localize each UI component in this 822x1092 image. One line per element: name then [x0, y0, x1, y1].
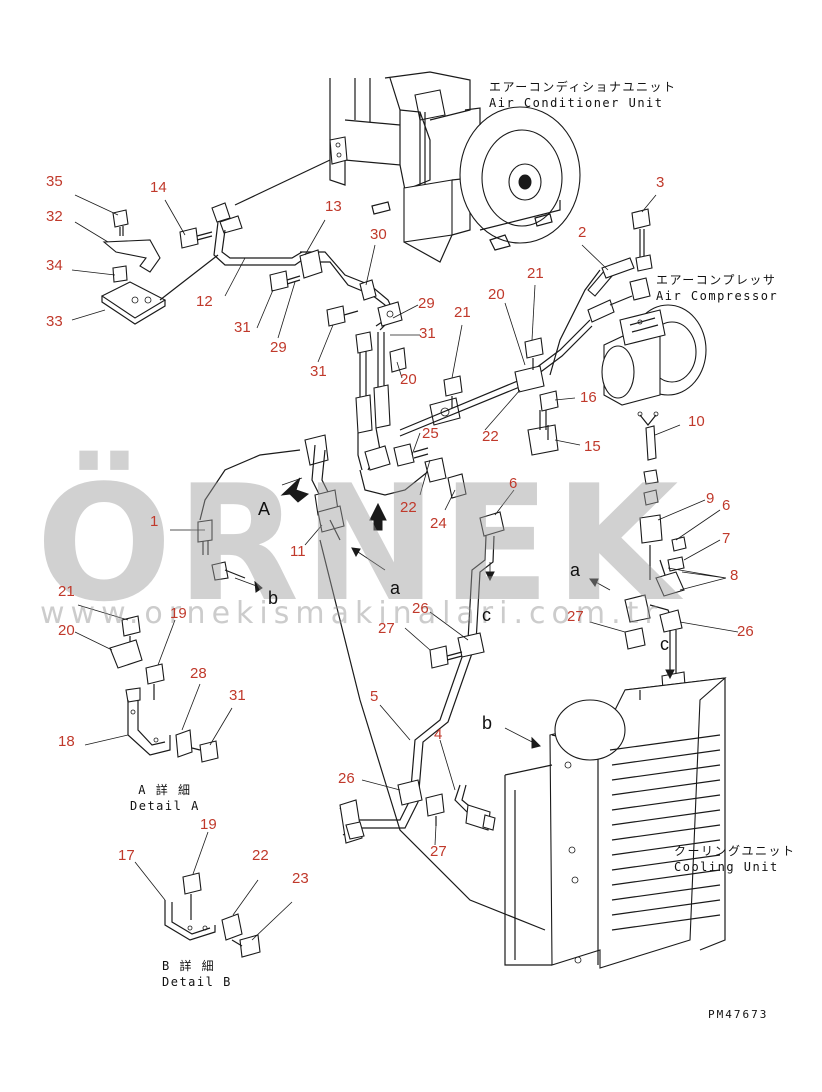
detail-b-label-en: Detail B: [162, 975, 232, 990]
callout-22-a: 22: [482, 428, 499, 445]
callout-24: 24: [430, 515, 447, 532]
callout-20-a: 20: [488, 286, 505, 303]
callout-1: 1: [150, 513, 159, 530]
letter-a-right: a: [570, 560, 581, 580]
leader-lines: [71, 194, 739, 941]
callout-29-a: 29: [418, 295, 435, 312]
callout-15: 15: [584, 438, 601, 455]
detail-b-label-jp: B 詳 細: [162, 959, 216, 973]
cooling-unit-label: クーリングユニット Cooling Unit: [674, 843, 796, 875]
letter-c-mid: c: [482, 605, 491, 625]
callout-8: 8: [730, 567, 739, 584]
callout-9: 9: [706, 490, 715, 507]
letter-a-left: a: [390, 578, 401, 598]
air-compressor-label: エアーコンプレッサ Air Compressor: [656, 272, 778, 304]
callout-30: 30: [370, 226, 387, 243]
callout-23: 23: [292, 870, 309, 887]
callout-27-a: 27: [567, 608, 584, 625]
air-conditioner-unit-drawing: [329, 71, 581, 263]
callout-34: 34: [46, 257, 63, 274]
bracket-detail-topleft: [100, 209, 219, 325]
letter-b-right: b: [482, 713, 493, 733]
callout-6-b: 6: [722, 497, 731, 514]
callout-5: 5: [370, 688, 379, 705]
detail-b-drawing: [164, 872, 261, 958]
air-compressor-label-en: Air Compressor: [656, 289, 779, 304]
callout-12: 12: [196, 293, 213, 310]
pipe-assembly-center: [197, 331, 467, 581]
callout-21-a: 21: [527, 265, 544, 282]
drawing-code: PM47673: [708, 1008, 769, 1021]
callout-13: 13: [325, 198, 342, 215]
callout-25: 25: [422, 425, 439, 442]
cooling-unit-label-en: Cooling Unit: [674, 860, 779, 875]
callout-31-c: 31: [310, 363, 327, 380]
callout-31-d: 31: [229, 687, 246, 704]
callout-33: 33: [46, 313, 63, 330]
callout-2: 2: [578, 224, 587, 241]
callout-26-a: 26: [412, 600, 429, 617]
callout-27-c: 27: [430, 843, 447, 860]
hose-compressor: [399, 208, 653, 456]
letter-A: A: [258, 499, 271, 519]
air-compressor-drawing: [601, 304, 707, 406]
callout-26-b: 26: [737, 623, 754, 640]
air-conditioner-label: エアーコンディショナユニット Air Conditioner Unit: [489, 79, 676, 111]
callout-28: 28: [190, 665, 207, 682]
callout-21-c: 21: [58, 583, 75, 600]
callout-26-c: 26: [338, 770, 355, 787]
callout-31-a: 31: [234, 319, 251, 336]
callout-3: 3: [656, 174, 665, 191]
detail-a-label: A 詳 細 Detail A: [130, 782, 200, 814]
callout-20-c: 20: [58, 622, 75, 639]
cooling-unit-drawing: [504, 677, 727, 969]
callout-7: 7: [722, 530, 731, 547]
air-conditioner-label-en: Air Conditioner Unit: [489, 96, 664, 111]
callout-27-b: 27: [378, 620, 395, 637]
callout-11: 11: [290, 543, 306, 560]
callout-32: 32: [46, 208, 63, 225]
detail-a-label-jp: A 詳 細: [138, 783, 192, 797]
callout-6-a: 6: [509, 475, 518, 492]
letter-b-left: b: [268, 588, 279, 608]
callout-21-b: 21: [454, 304, 471, 321]
letter-c-right: c: [660, 634, 669, 654]
pipe-assembly-upper: [179, 159, 403, 331]
callout-19-a: 19: [170, 605, 187, 622]
callout-17: 17: [118, 847, 135, 864]
callout-35: 35: [46, 173, 63, 190]
detail-a-label-en: Detail A: [130, 799, 200, 814]
callout-22-b: 22: [400, 499, 417, 516]
callout-18: 18: [58, 733, 75, 750]
callout-19-b: 19: [200, 816, 217, 833]
direction-arrows: [234, 477, 675, 749]
watermark-url: www.ornekismakinalari.com.tr: [40, 596, 663, 631]
callout-14: 14: [150, 179, 167, 196]
callout-29-b: 29: [270, 339, 287, 356]
detail-b-label: B 詳 細 Detail B: [162, 958, 232, 990]
pipe-assembly-lower: [319, 511, 546, 931]
callout-22-c: 22: [252, 847, 269, 864]
callout-16: 16: [580, 389, 597, 406]
callout-10: 10: [688, 413, 705, 430]
callout-4: 4: [434, 726, 443, 743]
callout-20-b: 20: [400, 371, 417, 388]
detail-a-drawing: [109, 615, 219, 763]
callout-31-b: 31: [419, 325, 436, 342]
watermark-brand: ÖRNEK: [36, 450, 683, 637]
air-compressor-label-jp: エアーコンプレッサ: [656, 273, 777, 287]
cooling-unit-label-jp: クーリングユニット: [674, 844, 796, 858]
air-conditioner-label-jp: エアーコンディショナユニット: [489, 80, 677, 94]
